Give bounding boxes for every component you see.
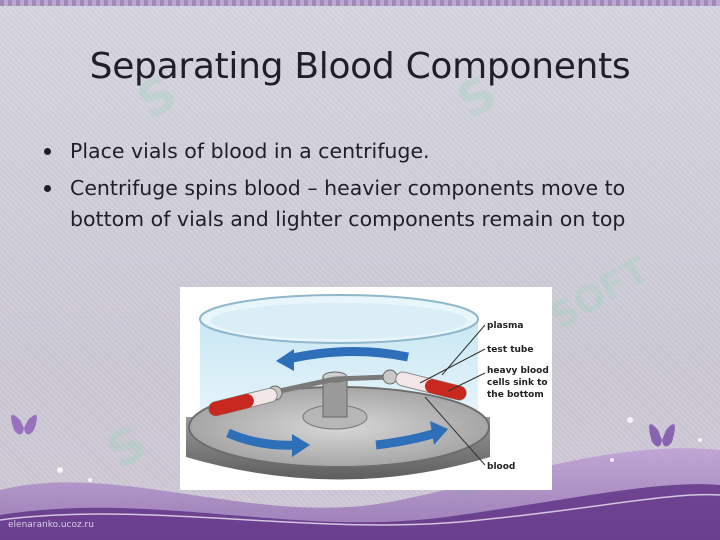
centrifuge-diagram: plasma test tube heavy blood cells sink … [180,287,552,490]
label-test-tube: test tube [487,345,533,355]
bullet-list: Place vials of blood in a centrifuge. Ce… [42,136,682,241]
label-blood: blood [487,462,515,472]
butterfly-icon [11,414,37,435]
test-tube-left [208,387,278,417]
bullet-text: Centrifuge spins blood – heavier compone… [70,176,626,231]
label-heavy-cells-2: cells sink to [487,378,548,388]
rotor-arm [274,376,336,395]
rotation-arrow [375,428,438,450]
label-heavy-cells-3: the bottom [487,390,544,400]
rotation-arrow [287,347,409,364]
test-tube-right [395,371,467,401]
spindle [322,376,348,418]
bullet-dot-icon [44,185,51,192]
butterfly-icon [649,424,675,447]
bullet-dot-icon [44,148,51,155]
bullet-text: Place vials of blood in a centrifuge. [70,139,430,163]
slide-title: Separating Blood Components [89,46,631,87]
bullet-item: Centrifuge spins blood – heavier compone… [42,173,682,235]
label-heavy-cells-1: heavy blood [487,366,549,376]
top-border [0,0,720,6]
footer-credit: elenaranko.ucoz.ru [8,520,94,530]
rotation-arrow [226,428,299,450]
svg-text:SOFT: SOFT [544,249,656,338]
label-plasma: plasma [487,321,523,331]
rotor-arm [334,374,389,382]
bullet-item: Place vials of blood in a centrifuge. [42,136,682,167]
